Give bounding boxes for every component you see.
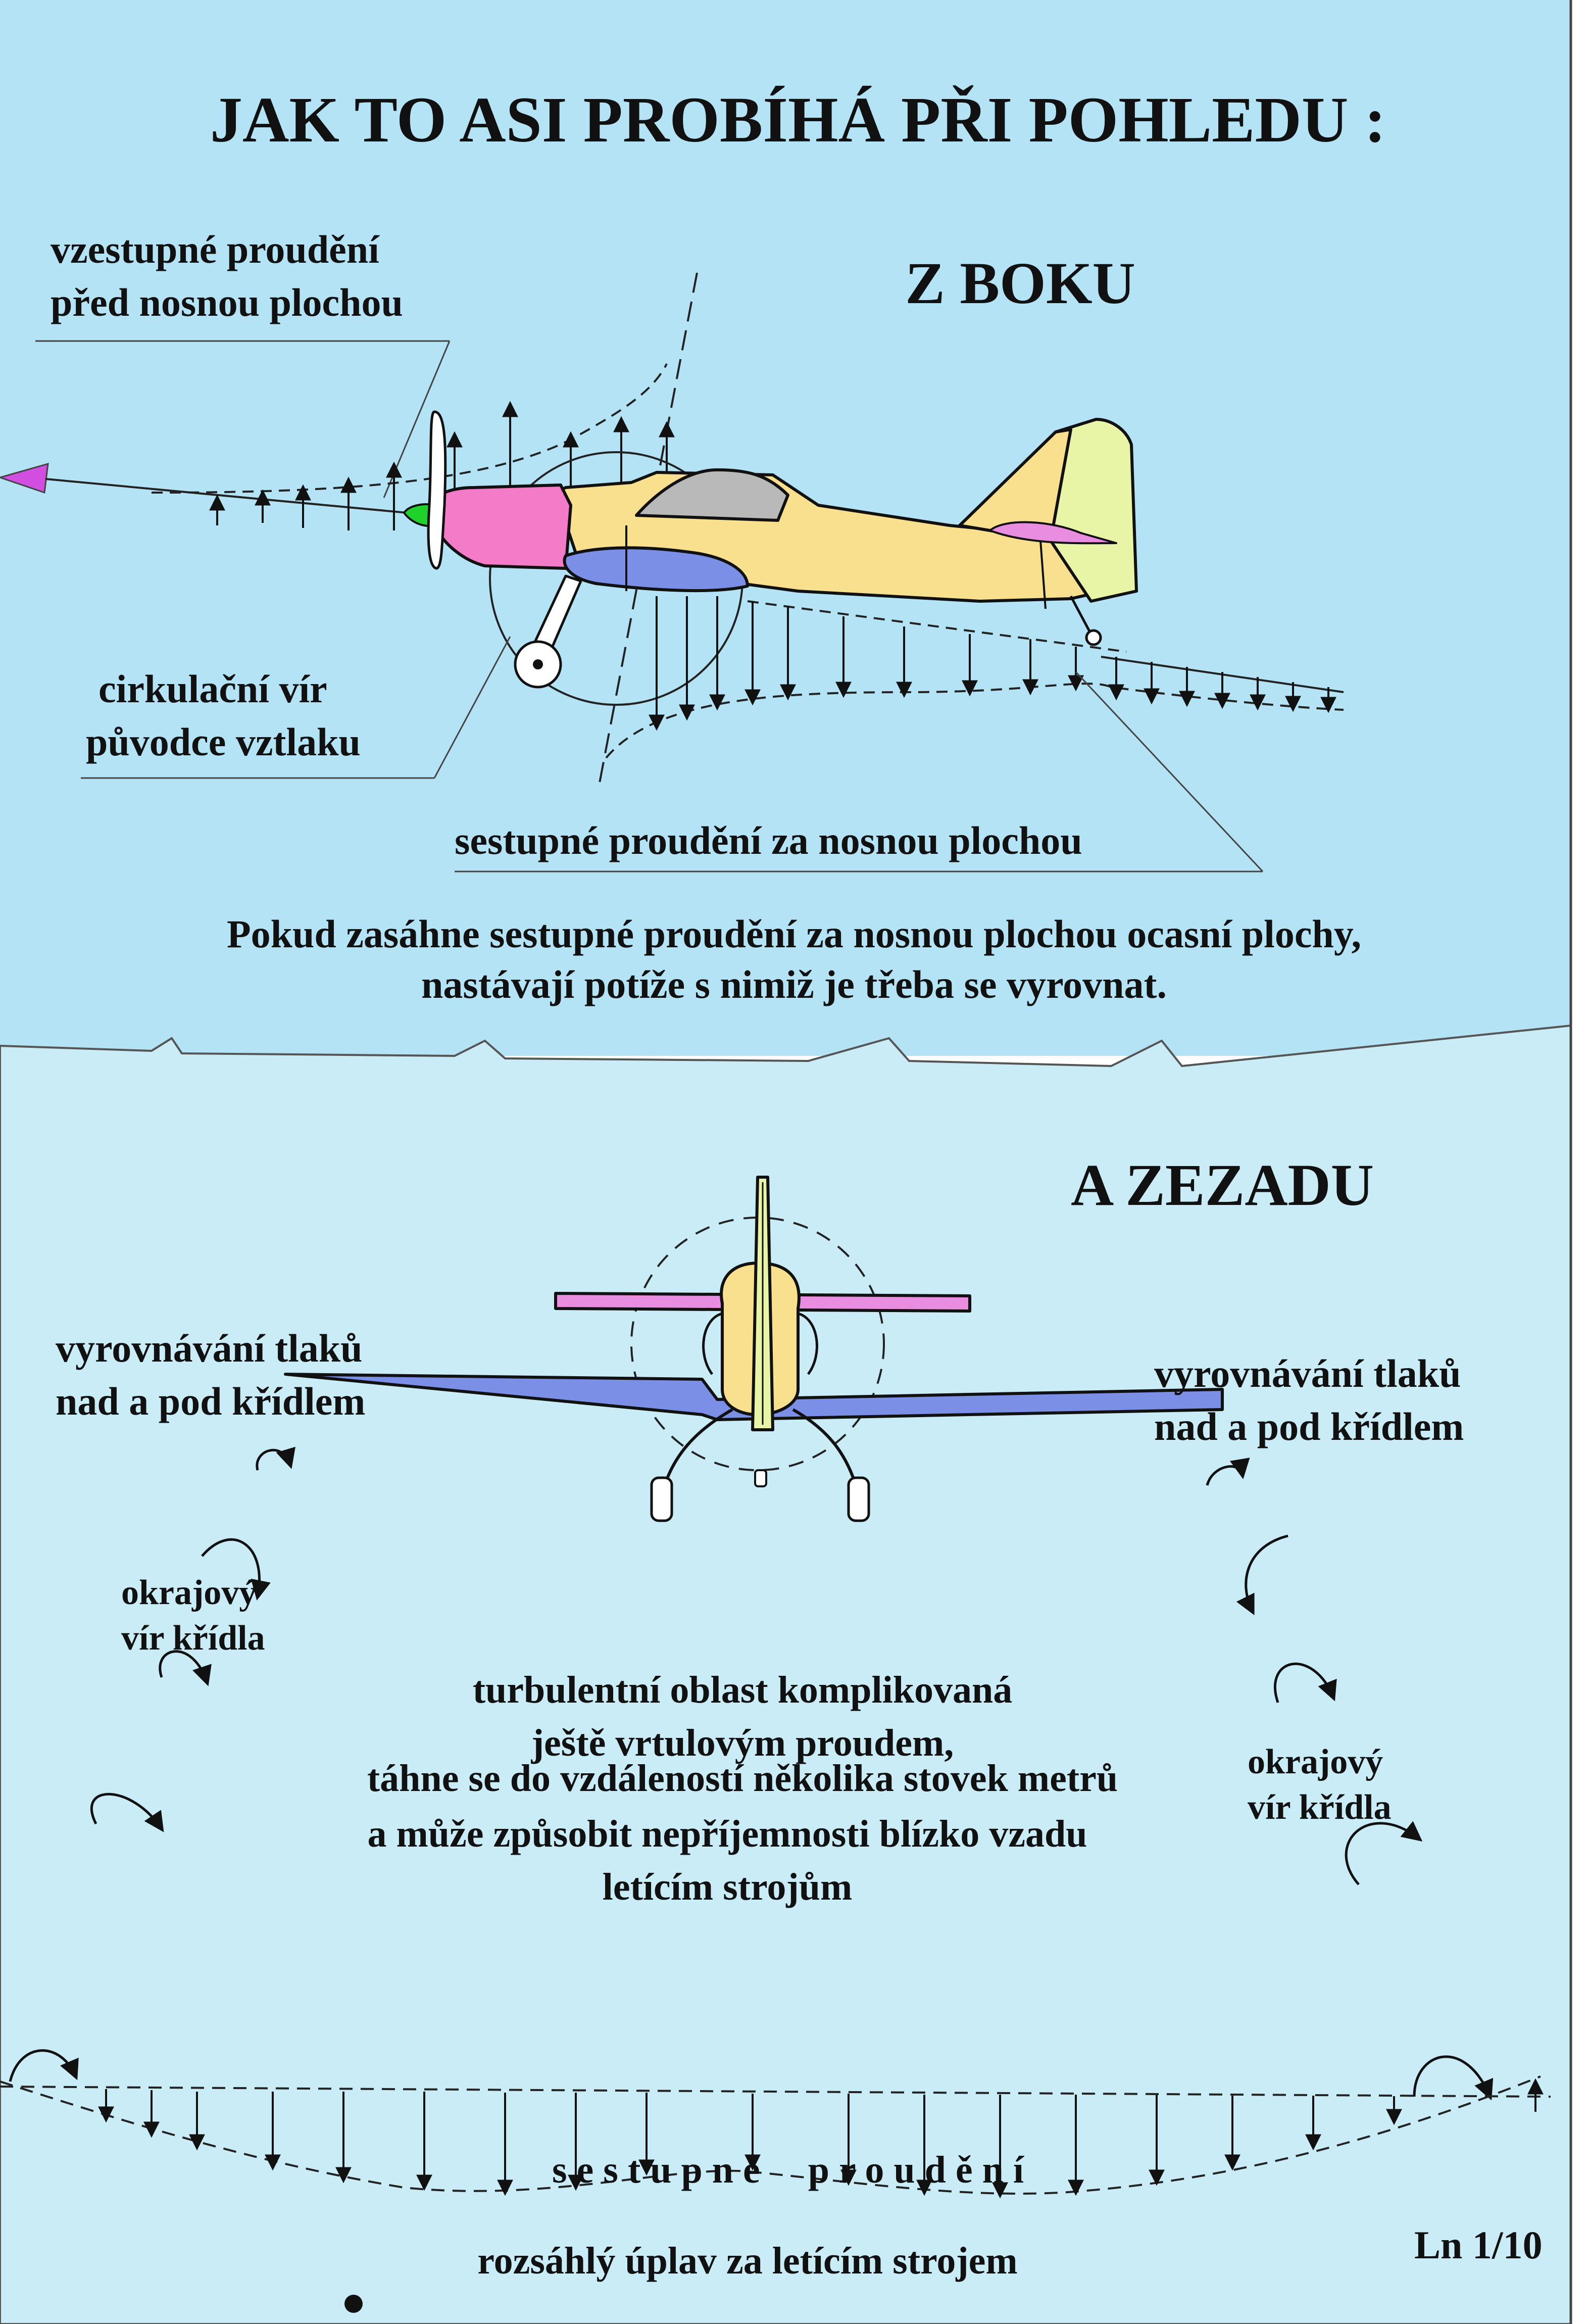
rear-tail-wheel [754, 1469, 767, 1487]
pressure-left-line1: vyrovnávání tlaků [56, 1326, 363, 1370]
wake-downwash-arrows [98, 2089, 1402, 2199]
downwash-spaced-label: s e s t u p n é p r o u d ě n í [552, 2149, 1025, 2191]
side-note-line2: nastávají potíže s nimiž je třeba se vyr… [421, 962, 1167, 1006]
turbulence-line3: táhne se do vzdáleností několika stovek … [367, 1757, 1118, 1800]
side-wing [563, 546, 749, 593]
upwash-label-line2: před nosnou plochou [51, 280, 403, 324]
tip-vortex-left-line1: okrajový [121, 1573, 257, 1612]
turbulence-line5: letícím strojům [603, 1866, 853, 1908]
side-tail-wheel [1085, 629, 1102, 646]
wake-label: rozsáhlý úplav za letícím strojem [477, 2240, 1017, 2282]
wake-bottom-curve [0, 2075, 1541, 2195]
upwash-label-line1: vzestupné proudění [51, 227, 380, 271]
side-view-airplane [403, 410, 1138, 689]
wake-top-line [0, 2086, 1551, 2098]
turbulence-line2: ještě vrtulovým proudem, [531, 1722, 954, 1764]
rear-view-section: A ZEZADU vyrovnávání tlaků nad a pod kří… [0, 1152, 1551, 2313]
tip-vortex-right-line2: vír křídla [1248, 1788, 1392, 1827]
turbulence-line4: a může způsobit nepříjemnosti blízko vza… [367, 1813, 1087, 1855]
rear-wing [284, 1373, 1224, 1421]
side-view-section: Z BOKU vzestupné proudění před nosnou pl… [0, 227, 1361, 1006]
pressure-left-line2: nad a pod křídlem [56, 1379, 365, 1423]
rear-wheel-right [847, 1476, 870, 1522]
tip-vortex-left-line2: vír křídla [121, 1619, 265, 1658]
vortex-label-line2: původce vztlaku [86, 720, 361, 764]
side-tailplane [989, 521, 1117, 545]
tip-vortex-right-line1: okrajový [1248, 1742, 1383, 1781]
pressure-right-line2: nad a pod křídlem [1154, 1405, 1464, 1448]
page-title: JAK TO ASI PROBÍHÁ PŘI POHLEDU : [210, 84, 1386, 156]
turbulence-line1: turbulentní oblast komplikovaná [473, 1669, 1013, 1711]
vortex-curl-arrows [9, 1446, 1494, 2101]
rear-view-heading: A ZEZADU [1071, 1152, 1374, 1218]
side-note-line1: Pokud zasáhne sestupné proudění za nosno… [227, 912, 1361, 956]
downwash-arrows [649, 596, 1336, 731]
rear-cowling-edge [702, 1312, 723, 1375]
downwash-label: sestupné proudění za nosnou plochou [455, 818, 1082, 862]
side-propeller [427, 410, 447, 570]
vortex-label-line1: cirkulační vír [98, 667, 327, 711]
side-view-heading: Z BOKU [905, 250, 1135, 316]
upwash-curve [151, 363, 668, 494]
rear-view-airplane [284, 1176, 1224, 1522]
pressure-right-line1: vyrovnávání tlaků [1154, 1351, 1461, 1395]
side-canopy [635, 468, 789, 522]
rear-wheel-left [650, 1476, 673, 1522]
page-number: Ln 1/10 [1414, 2223, 1543, 2267]
